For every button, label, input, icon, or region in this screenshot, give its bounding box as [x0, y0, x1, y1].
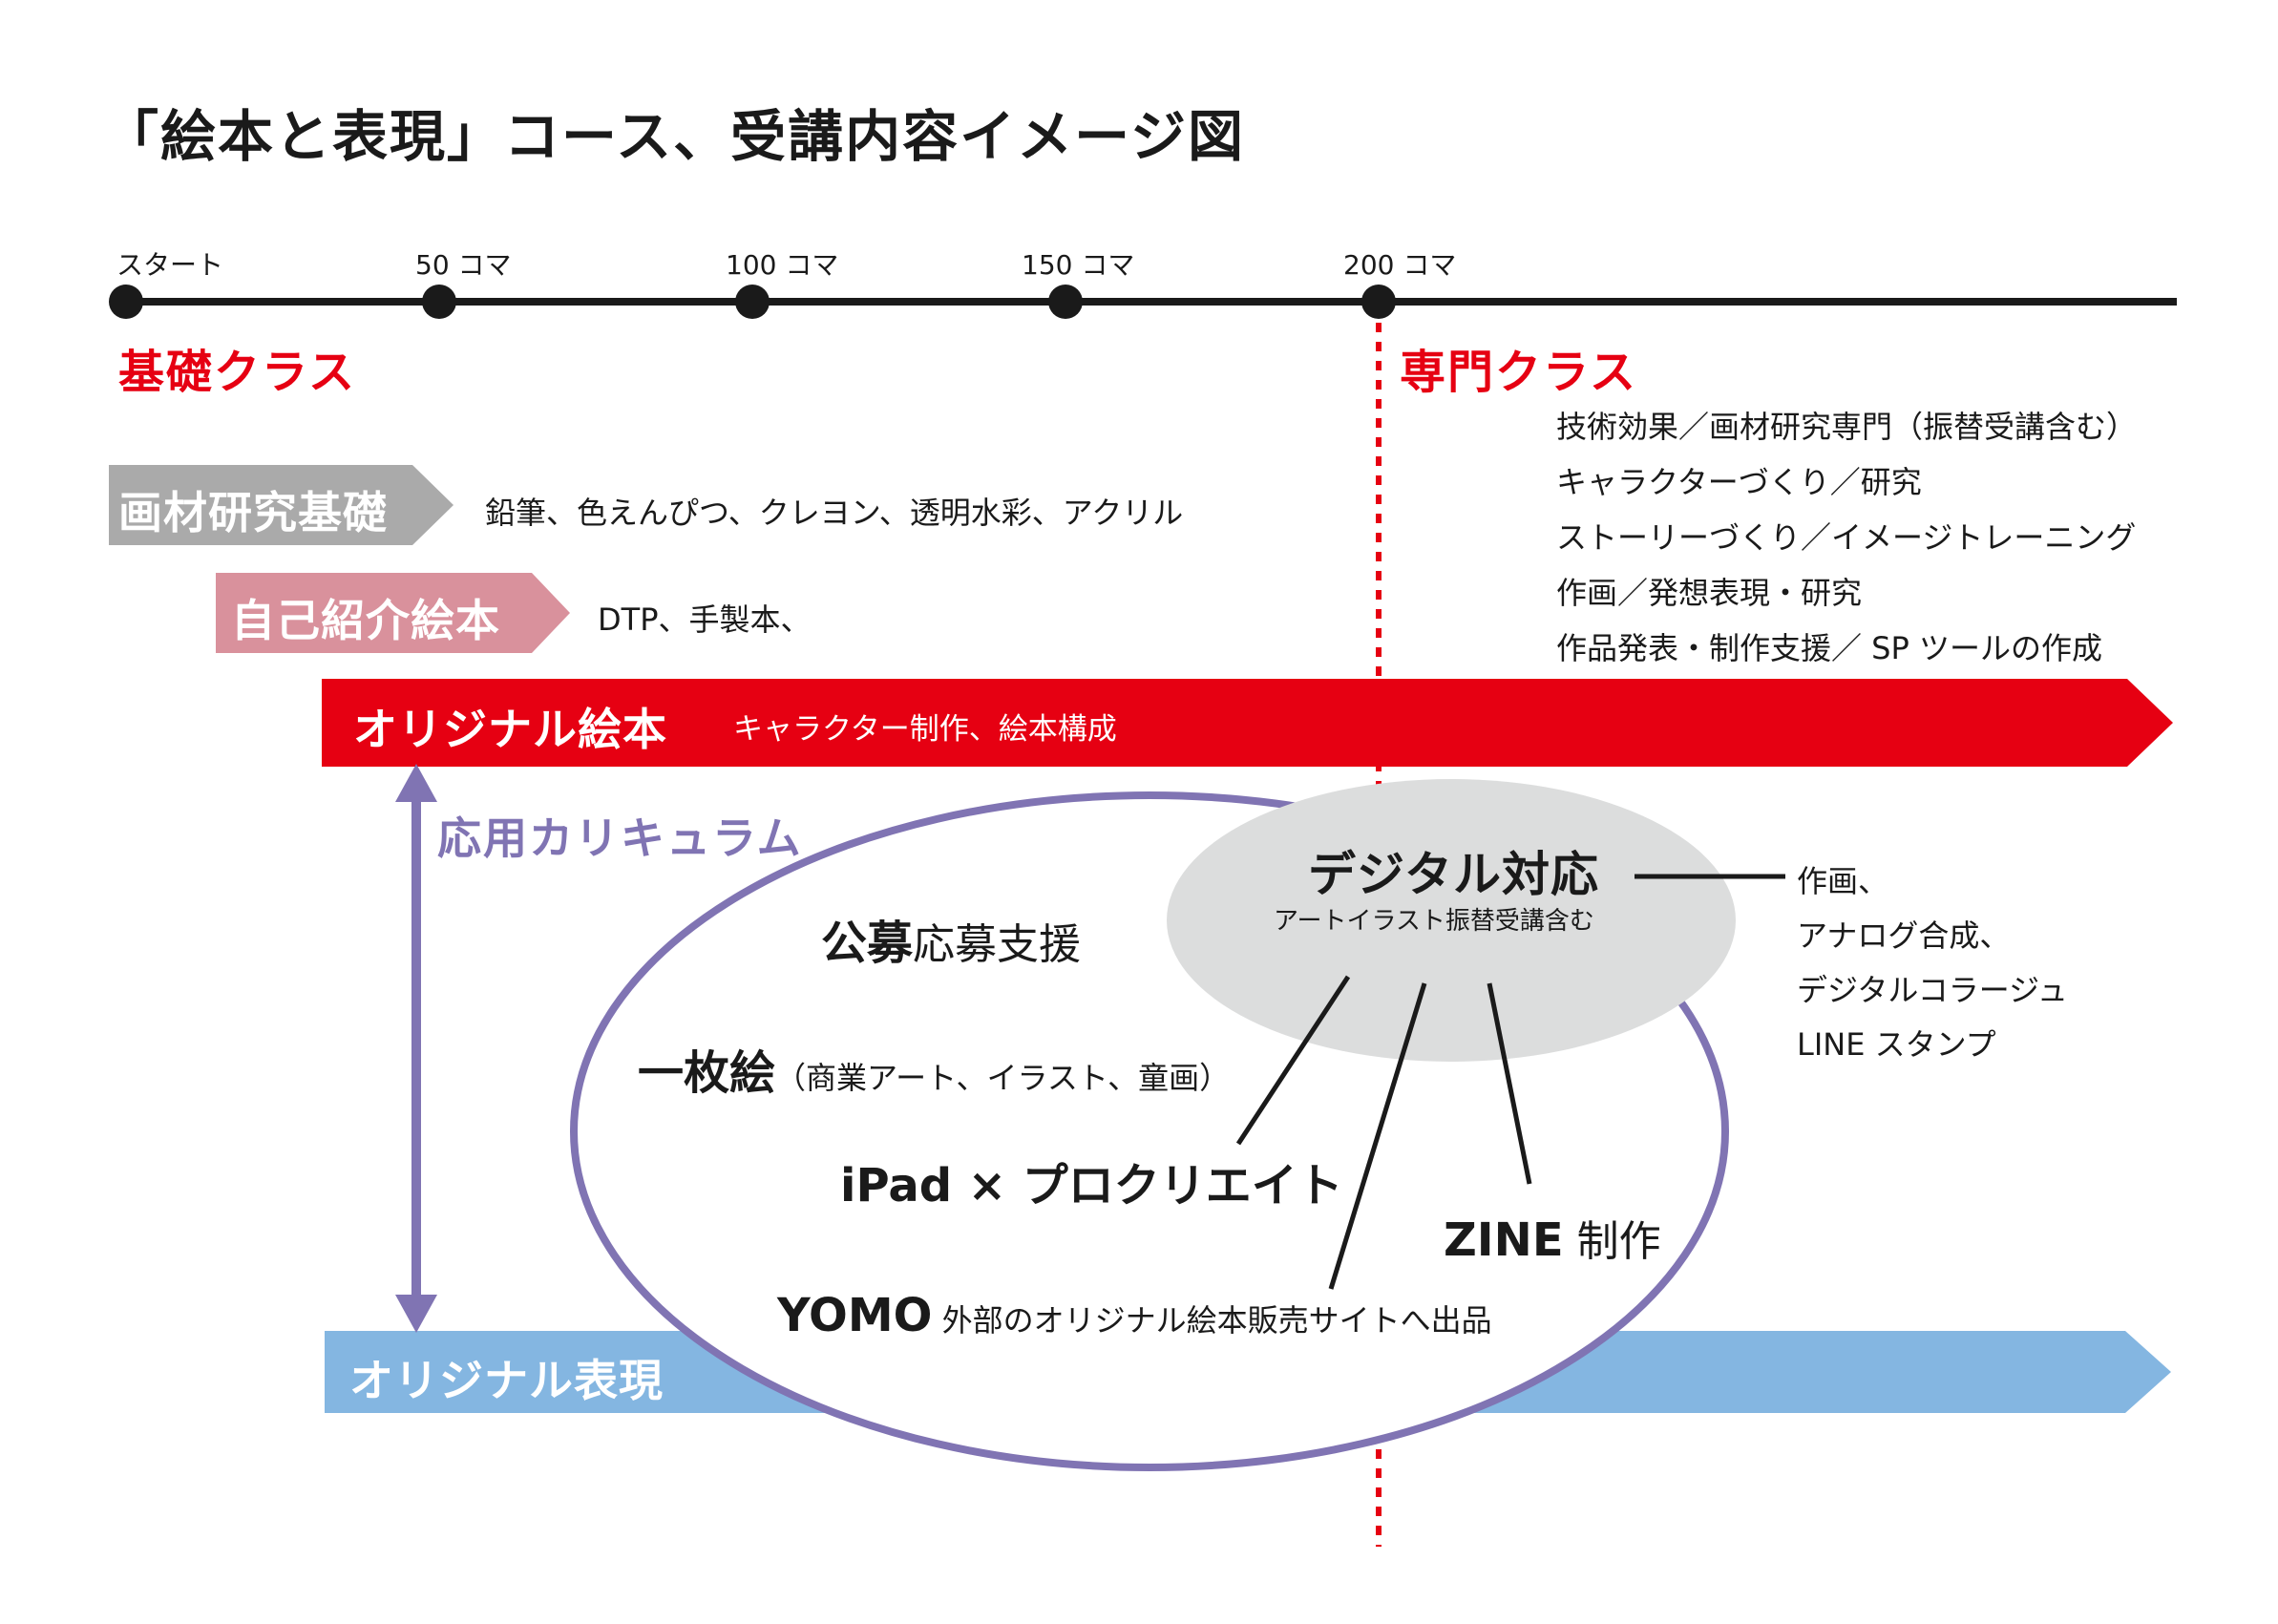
single-picture: 一枚絵（商業アート、イラスト、童画） — [638, 1035, 1230, 1102]
applied-arrow-head-up — [395, 764, 437, 802]
original-book-band — [322, 679, 2173, 767]
timeline-dot-50 — [422, 285, 456, 319]
specialist-item: 作画／発想表現・研究 — [1556, 575, 1863, 611]
tick-label-150: 150 コマ — [1022, 249, 1135, 281]
materials-basic-shape — [109, 465, 453, 545]
original-book-label: オリジナル絵本 — [353, 704, 667, 755]
original-expression-label: オリジナル表現 — [349, 1355, 664, 1406]
digital-items: 作画、 アナログ合成、 デジタルコラージュ LINE スタンプ — [1797, 854, 2068, 1072]
yomo-listing: YOMO 外部のオリジナル絵本販売サイトへ出品 — [777, 1289, 1492, 1342]
timeline-dot-100 — [735, 285, 770, 319]
original-book-description: キャラクター制作、絵本構成 — [733, 712, 1117, 747]
digital-subtitle: アートイラスト振替受講含む — [1274, 907, 1594, 936]
digital-title: デジタル対応 — [1308, 847, 1599, 902]
digital-item: LINE スタンプ — [1797, 1026, 1996, 1063]
materials-basic-label: 画材研究基礎 — [118, 487, 388, 538]
specialist-item: 作品発表・制作支援／ SP ツールの作成 — [1556, 630, 2102, 666]
digital-item: 作画、 — [1797, 863, 1889, 899]
zine-rest: 制作 — [1563, 1217, 1661, 1266]
applied-curriculum-label: 応用カリキュラム — [437, 812, 803, 864]
timeline-dot-150 — [1048, 285, 1083, 319]
self-intro-description: DTP、手製本、 — [598, 601, 812, 638]
yomo-bold: YOMO — [777, 1289, 933, 1342]
timeline-dot-200 — [1361, 285, 1396, 319]
contest-bold: 公募 — [821, 917, 914, 970]
single-rest: （商業アート、イラスト、童画） — [775, 1060, 1231, 1096]
single-bold: 一枚絵 — [638, 1046, 776, 1100]
contest-rest: 応募支援 — [913, 920, 1082, 969]
digital-item: デジタルコラージュ — [1797, 972, 2068, 1008]
pointer-line-zine — [1487, 982, 1532, 1185]
self-intro-shape — [216, 573, 570, 653]
ipad-procreate: iPad × プロクリエイト — [840, 1159, 1343, 1213]
materials-basic-description: 鉛筆、色えんぴつ、クレヨン、透明水彩、アクリル — [485, 495, 1184, 531]
zine-bold: ZINE — [1444, 1213, 1564, 1267]
specialist-items: 技術効果／画材研究専門（振替受講含む） キャラクターづくり／研究 ストーリーづく… — [1556, 399, 2137, 676]
basic-class-label: 基礎クラス — [118, 346, 357, 399]
specialist-class-label: 専門クラス — [1400, 346, 1638, 399]
specialist-item: ストーリーづくり／イメージトレーニング — [1556, 519, 2137, 556]
zine-production: ZINE 制作 — [1444, 1207, 1661, 1268]
pointer-line-yomo — [1328, 982, 1427, 1290]
contest-support: 公募応募支援 — [821, 905, 1081, 972]
self-intro-label: 自己紹介絵本 — [231, 595, 500, 646]
timeline-dot-start — [109, 285, 143, 319]
tick-label-50: 50 コマ — [415, 249, 512, 281]
yomo-rest: 外部のオリジナル絵本販売サイトへ出品 — [932, 1302, 1492, 1339]
digital-item: アナログ合成、 — [1797, 917, 2011, 954]
applied-arrow-head-down — [395, 1295, 437, 1333]
pointer-line-ipad — [1235, 975, 1351, 1146]
digital-bubble — [1167, 779, 1736, 1062]
tick-label-200: 200 コマ — [1343, 249, 1457, 281]
tick-label-100: 100 コマ — [726, 249, 839, 281]
page-title: 「絵本と表現」コース、受講内容イメージ図 — [103, 104, 1245, 169]
specialist-item: キャラクターづくり／研究 — [1556, 464, 1922, 500]
specialist-item: 技術効果／画材研究専門（振替受講含む） — [1556, 409, 2138, 445]
tick-label-start: スタート — [116, 249, 224, 281]
